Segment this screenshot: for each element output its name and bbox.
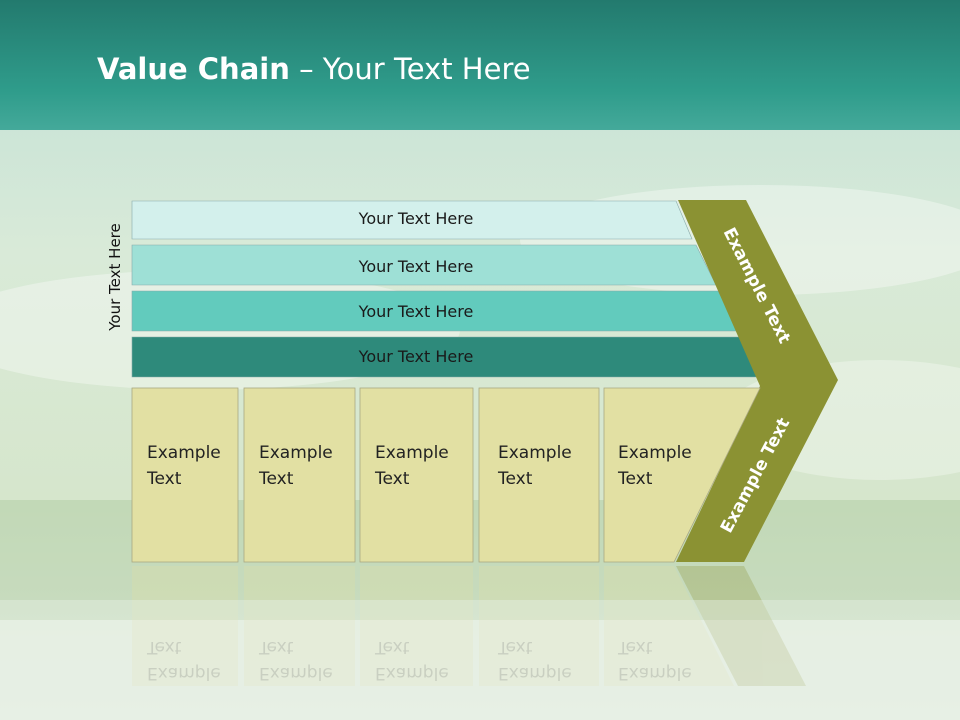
header-band: [0, 0, 960, 130]
support-bar-4-label: Your Text Here: [358, 347, 474, 366]
activity-box-4-line2: Text: [497, 469, 533, 489]
reflection-box-5: [604, 566, 734, 686]
reflection-line1-1: Example: [147, 663, 221, 683]
activity-box-5-line1: Example: [618, 443, 692, 463]
reflection-chevron: [676, 566, 806, 686]
reflection-box-1: [132, 566, 238, 686]
support-bar-1-label: Your Text Here: [358, 209, 474, 228]
activity-box-5-line2: Text: [617, 469, 653, 489]
reflection-labels: Example Text Example Text Example Text E…: [146, 637, 692, 683]
activity-box-2-line1: Example: [259, 443, 333, 463]
activity-box-1: [131, 387, 239, 563]
reflection-line1-2: Example: [259, 663, 333, 683]
reflection-line1-4: Example: [498, 663, 572, 683]
activity-box-4: [478, 387, 600, 563]
reflection-line2-4: Text: [497, 637, 533, 657]
activity-box-1-line2: Text: [146, 469, 182, 489]
activity-box-1-line1: Example: [147, 443, 221, 463]
activity-box-3-line1: Example: [375, 443, 449, 463]
activity-box-5: [603, 387, 761, 563]
reflection-line1-3: Example: [375, 663, 449, 683]
reflection-line2-2: Text: [258, 637, 294, 657]
support-bar-2-label: Your Text Here: [358, 257, 474, 276]
reflection-line1-5: Example: [618, 663, 692, 683]
reflection: [132, 566, 806, 686]
reflection-line2-3: Text: [374, 637, 410, 657]
reflection-line2-5: Text: [617, 637, 653, 657]
support-bar-1: [131, 200, 693, 240]
title-bold: Value Chain: [97, 52, 290, 86]
activity-box-3: [359, 387, 474, 563]
reflection-box-4: [479, 566, 599, 686]
activity-box-2: [243, 387, 356, 563]
reflection-fade: [0, 600, 960, 720]
slide-title: Value Chain – Your Text Here: [97, 52, 531, 86]
reflection-box-3: [360, 566, 473, 686]
title-rest: – Your Text Here: [289, 52, 531, 86]
activity-box-4-line1: Example: [498, 443, 572, 463]
reflection-box-2: [244, 566, 355, 686]
support-bar-3-label: Your Text Here: [358, 302, 474, 321]
activity-box-3-line2: Text: [374, 469, 410, 489]
reflection-line2-1: Text: [146, 637, 182, 657]
value-chevron: [676, 200, 838, 562]
activity-box-2-line2: Text: [258, 469, 294, 489]
